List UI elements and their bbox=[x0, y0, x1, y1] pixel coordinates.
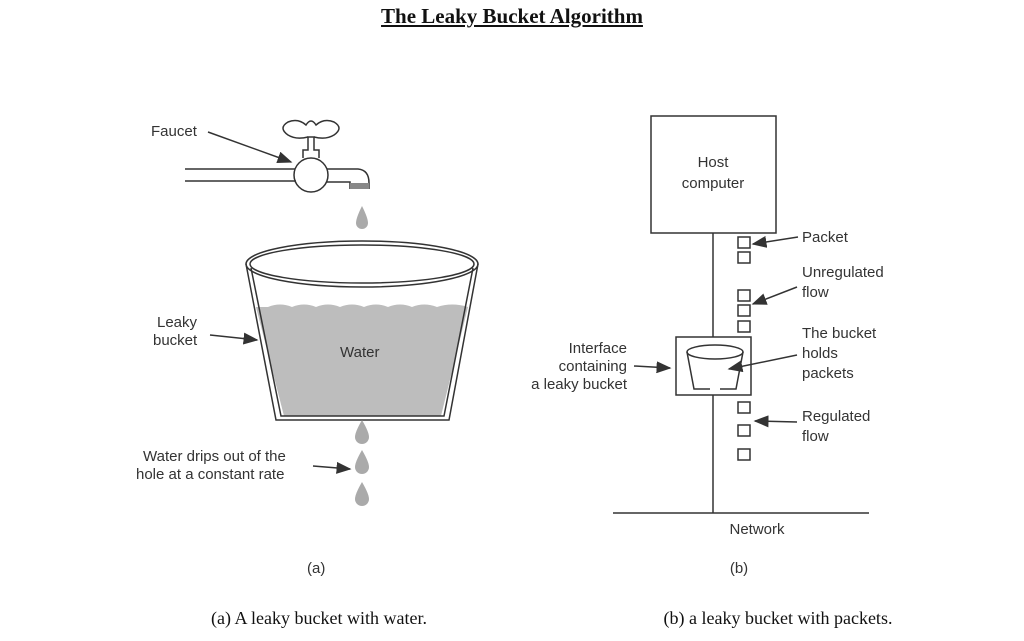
packet-icon bbox=[737, 320, 751, 333]
packet-icon bbox=[737, 401, 751, 414]
host-label-line2: computer bbox=[682, 175, 745, 192]
leaky-bucket-icon bbox=[245, 240, 479, 421]
water-drop-icon bbox=[356, 206, 368, 229]
water-drop-icon bbox=[355, 420, 369, 444]
small-bucket-icon bbox=[686, 344, 744, 390]
bucket-holds-label-line1: The bucket bbox=[802, 325, 877, 342]
sublabel-b: (b) bbox=[730, 560, 748, 577]
packet-icon bbox=[737, 236, 751, 249]
leaky-bucket-label-line1: Leaky bbox=[157, 314, 198, 331]
faucet-label: Faucet bbox=[151, 123, 198, 140]
packet-icon bbox=[737, 289, 751, 302]
bucket-holds-label-line3: packets bbox=[802, 365, 854, 382]
water-label: Water bbox=[340, 344, 379, 361]
interface-box bbox=[675, 336, 752, 396]
packet-arrow bbox=[751, 235, 799, 248]
caption-b: (b) a leaky bucket with packets. bbox=[664, 608, 893, 629]
unregulated-label-line2: flow bbox=[802, 284, 829, 301]
bucket-holds-label-line2: holds bbox=[802, 345, 838, 362]
packet-icon bbox=[737, 448, 751, 461]
drips-label-line1: Water drips out of the bbox=[143, 448, 286, 465]
leaky-bucket-label-line2: bucket bbox=[153, 332, 198, 349]
packets bbox=[737, 236, 751, 461]
dripping-drops bbox=[355, 420, 369, 506]
regulated-arrow bbox=[753, 415, 798, 428]
caption-a: (a) A leaky bucket with water. bbox=[211, 608, 427, 629]
bucket-holds-arrow bbox=[727, 354, 798, 373]
packet-label: Packet bbox=[802, 229, 849, 246]
packet-icon bbox=[737, 304, 751, 317]
interface-label-line1: Interface bbox=[569, 340, 627, 357]
water-drop-icon bbox=[355, 450, 369, 474]
drips-arrow bbox=[312, 461, 352, 474]
regulated-label-line2: flow bbox=[802, 428, 829, 445]
interface-label-line2: containing bbox=[559, 358, 627, 375]
sublabel-a: (a) bbox=[307, 560, 325, 577]
page-title: The Leaky Bucket Algorithm bbox=[381, 4, 643, 28]
packet-icon bbox=[737, 251, 751, 264]
faucet-arrow bbox=[207, 131, 293, 164]
water-drop-icon bbox=[355, 482, 369, 506]
interface-arrow bbox=[633, 361, 672, 374]
unregulated-arrow bbox=[751, 286, 798, 305]
interface-label-line3: a leaky bucket bbox=[531, 376, 628, 393]
host-label-line1: Host bbox=[698, 154, 730, 171]
regulated-label-line1: Regulated bbox=[802, 408, 870, 425]
network-label: Network bbox=[729, 521, 785, 538]
drips-label-line2: hole at a constant rate bbox=[136, 466, 284, 483]
leaky-bucket-arrow bbox=[209, 332, 259, 345]
faucet-icon bbox=[185, 119, 370, 193]
unregulated-label-line1: Unregulated bbox=[802, 264, 884, 281]
packet-icon bbox=[737, 424, 751, 437]
